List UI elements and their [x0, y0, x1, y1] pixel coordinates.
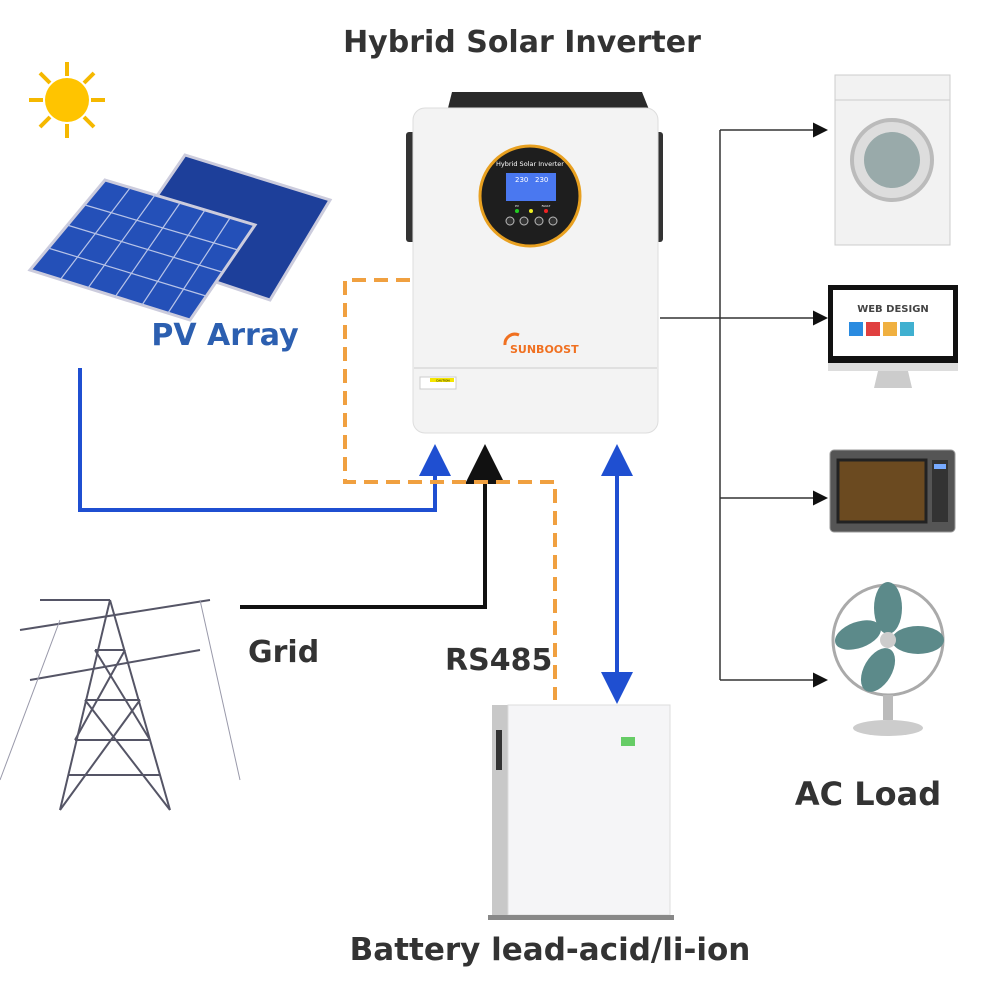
pv-array-label: PV Array: [151, 318, 299, 353]
monitor-screen-title: WEB DESIGN: [857, 304, 929, 315]
ac-load-label: AC Load: [795, 775, 941, 813]
sun-icon: [29, 62, 105, 138]
display-right-value: 230: [535, 176, 548, 184]
grid-connection-line: [240, 444, 505, 609]
microwave-image: [829, 449, 956, 533]
led-fault: [544, 209, 548, 213]
fan-image: [831, 582, 945, 736]
battery-label: Battery lead-acid/li-ion: [350, 932, 751, 968]
rs485-connection-line: [343, 278, 557, 700]
solar-panel-image: [27, 153, 333, 322]
sunboost-logo-icon: [503, 332, 520, 346]
pv-connection-line: [78, 368, 451, 512]
monitor-image: WEB DESIGN: [828, 285, 958, 388]
ac-load-bus: [660, 122, 828, 688]
inverter-panel-title: Hybrid Solar Inverter: [496, 160, 564, 168]
led-label: FAULT: [542, 204, 551, 208]
hybrid-inverter: Hybrid Solar Inverter 230 230 PV FAULT S…: [406, 92, 663, 434]
led-label: PV: [515, 204, 520, 208]
battery-image: [488, 704, 674, 920]
inverter-button-up[interactable]: [519, 216, 529, 226]
power-tower-image: [0, 599, 241, 811]
diagram-title: Hybrid Solar Inverter: [343, 25, 701, 60]
inverter-button-enter[interactable]: [548, 216, 558, 226]
inverter-button-down[interactable]: [534, 216, 544, 226]
washing-machine-image: [834, 74, 951, 246]
rs485-label: RS485: [445, 643, 552, 678]
brand-name: SUNBOOST: [510, 343, 579, 356]
led-pv: [515, 209, 519, 213]
grid-label: Grid: [248, 635, 319, 670]
led-bypass: [529, 209, 533, 213]
caution-label: CAUTION: [436, 379, 450, 383]
inverter-button-on[interactable]: [505, 216, 515, 226]
display-left-value: 230: [515, 176, 528, 184]
